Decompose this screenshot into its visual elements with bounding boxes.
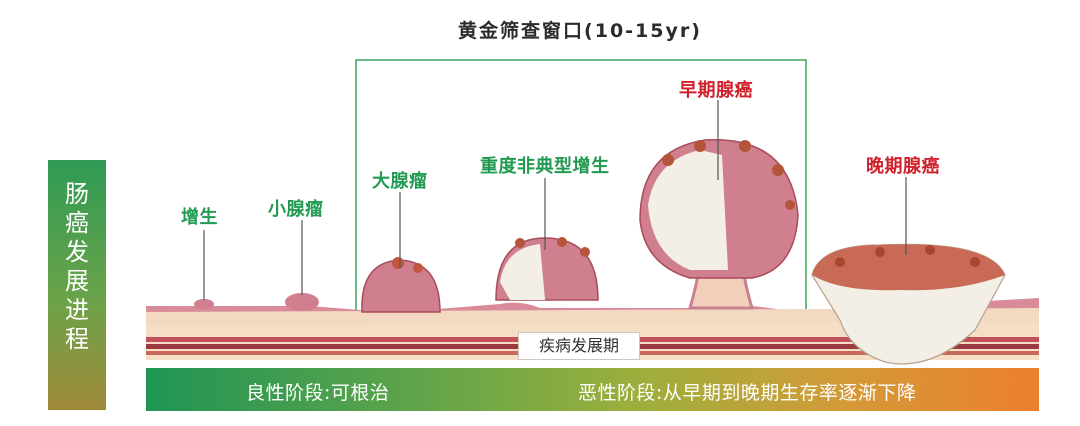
- severe-dysplasia-white: [500, 244, 545, 300]
- vertical-label: 肠癌发展进程: [65, 180, 89, 353]
- disease-period-label: 疾病发展期: [518, 332, 640, 360]
- label-early-cancer: 早期腺癌: [679, 80, 753, 101]
- small-adenoma-lesion: [285, 293, 319, 311]
- label-hyperplasia: 增生: [181, 207, 218, 228]
- screening-window-title: 黄金筛查窗口(10-15yr): [458, 20, 702, 42]
- late-cancer-crust: [812, 244, 1005, 291]
- label-large-adenoma: 大腺瘤: [372, 171, 428, 192]
- hyperplasia-lesion: [194, 299, 214, 309]
- malignant-stage-text: 恶性阶段:从早期到晚期生存率逐渐下降: [578, 382, 917, 404]
- stage-gradient-bar: [146, 368, 1039, 411]
- benign-stage-text: 良性阶段:可根治: [246, 382, 390, 404]
- vertical-progress-bar: [48, 160, 106, 410]
- early-cancer-white: [648, 150, 728, 270]
- screening-window-bracket: [355, 59, 807, 312]
- label-severe-dysplasia: 重度非典型增生: [480, 156, 610, 177]
- label-late-cancer: 晚期腺癌: [866, 156, 940, 177]
- label-small-adenoma: 小腺瘤: [268, 199, 324, 220]
